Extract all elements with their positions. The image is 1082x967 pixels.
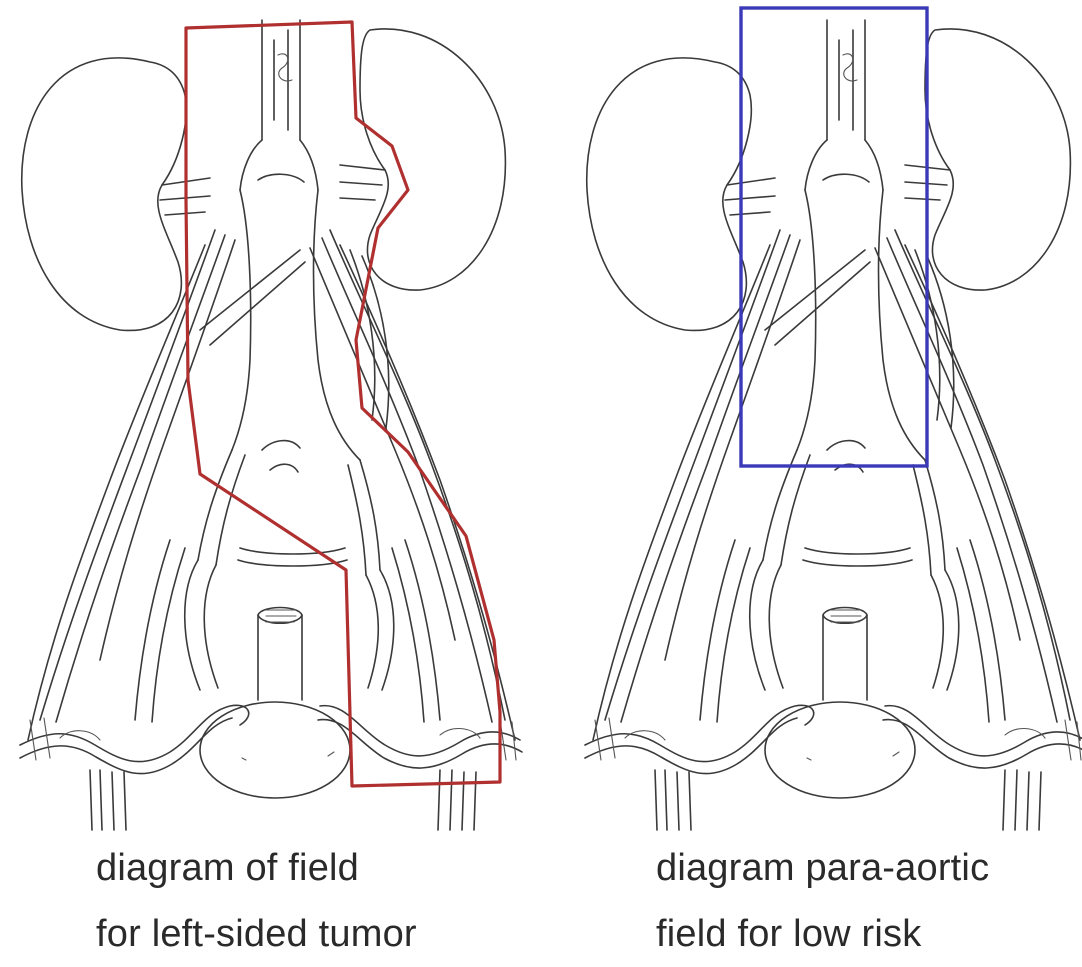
para-aortic-field-outline (741, 8, 927, 466)
right-figure-anatomy (585, 20, 1082, 830)
left-figure-anatomy (20, 20, 522, 830)
right-caption-line1: diagram para-aortic (656, 835, 989, 901)
left-caption-line1: diagram of field (96, 835, 417, 901)
left-tumor-field-outline (186, 22, 500, 786)
left-caption: diagram of field for left-sided tumor (96, 835, 417, 967)
left-caption-line2: for left-sided tumor (96, 901, 417, 967)
right-caption-line2: field for low risk (656, 901, 989, 967)
right-caption: diagram para-aortic field for low risk (656, 835, 989, 967)
